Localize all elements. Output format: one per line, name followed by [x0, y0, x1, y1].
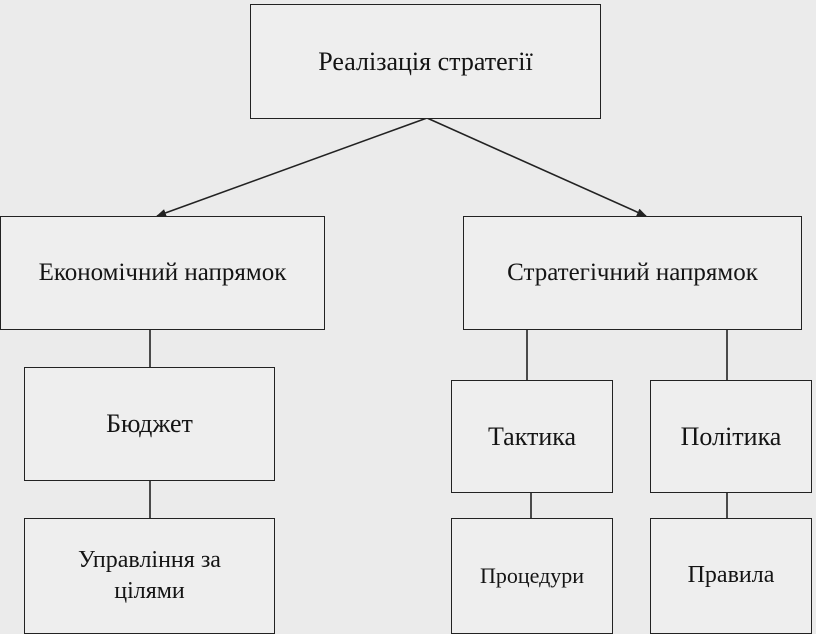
node-policy-label: Політика	[680, 421, 782, 451]
node-strategic-direction: Стратегічний напрямок	[463, 216, 802, 330]
arrow-to-strategic	[426, 117, 647, 217]
node-rules: Правила	[650, 518, 812, 634]
node-procedures: Процедури	[451, 518, 613, 634]
node-policy: Політика	[650, 380, 812, 493]
arrow-to-economic	[156, 117, 428, 217]
node-tactics-label: Тактика	[487, 421, 577, 451]
node-economic-direction-label: Економічний напрямок	[38, 258, 287, 286]
node-tactics: Тактика	[451, 380, 613, 493]
node-management-by-objectives-label: Управління за цілями	[78, 546, 221, 604]
node-strategy-implementation-label: Реалізація стратегії	[318, 46, 533, 76]
node-strategy-implementation: Реалізація стратегії	[250, 4, 601, 119]
node-procedures-label: Процедури	[479, 562, 585, 588]
node-economic-direction: Економічний напрямок	[0, 216, 325, 330]
node-budget: Бюджет	[24, 367, 275, 481]
node-rules-label: Правила	[687, 562, 775, 589]
node-strategic-direction-label: Стратегічний напрямок	[507, 258, 758, 286]
node-budget-label: Бюджет	[106, 409, 193, 439]
node-management-by-objectives: Управління за цілями	[24, 518, 275, 634]
